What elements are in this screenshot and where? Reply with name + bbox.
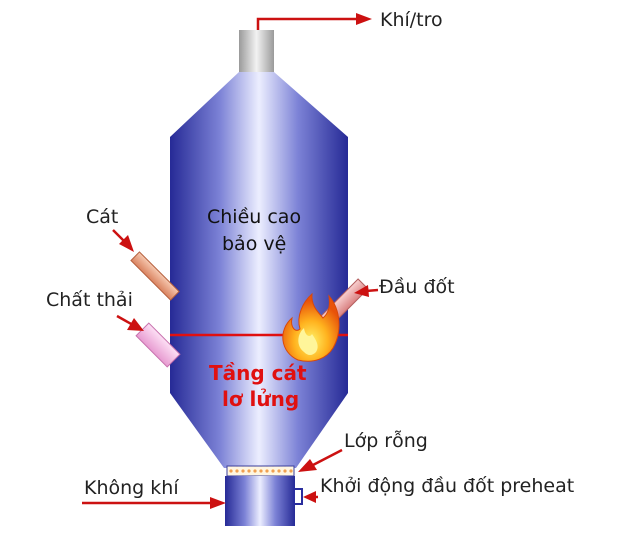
freeboard-label-line1: Chiều cao	[207, 206, 301, 228]
fluidized-bed-label-line2: lơ lửng	[222, 387, 299, 411]
plenum-arrow	[298, 448, 343, 472]
flame-icon	[282, 292, 340, 362]
chimney	[239, 30, 274, 72]
waste-label: Chất thải	[46, 289, 133, 311]
windbox	[225, 476, 295, 526]
air-arrow	[82, 497, 226, 509]
preheat-burner-label: Khởi động đầu đốt preheat	[320, 475, 574, 497]
plenum-layer	[226, 465, 295, 477]
freeboard-label-line2: bảo vệ	[222, 233, 286, 255]
preheat-burner-port	[293, 488, 303, 505]
bottom-cone	[170, 393, 348, 468]
sand-arrow	[112, 229, 134, 252]
burner-arrow	[354, 285, 379, 297]
sand-inlet-pipe	[130, 251, 180, 301]
air-label: Không khí	[84, 477, 179, 499]
gas-outlet-arrow	[256, 13, 372, 30]
preheat-arrow	[303, 491, 318, 503]
top-cone	[170, 72, 348, 137]
sand-label: Cát	[86, 206, 118, 228]
waste-arrow	[116, 314, 144, 331]
fluidized-bed-label-line1: Tầng cát	[209, 361, 307, 385]
gas-ash-label: Khí/tro	[380, 9, 443, 31]
plenum-label: Lớp rỗng	[344, 429, 428, 452]
burner-label: Đầu đốt	[379, 276, 455, 298]
